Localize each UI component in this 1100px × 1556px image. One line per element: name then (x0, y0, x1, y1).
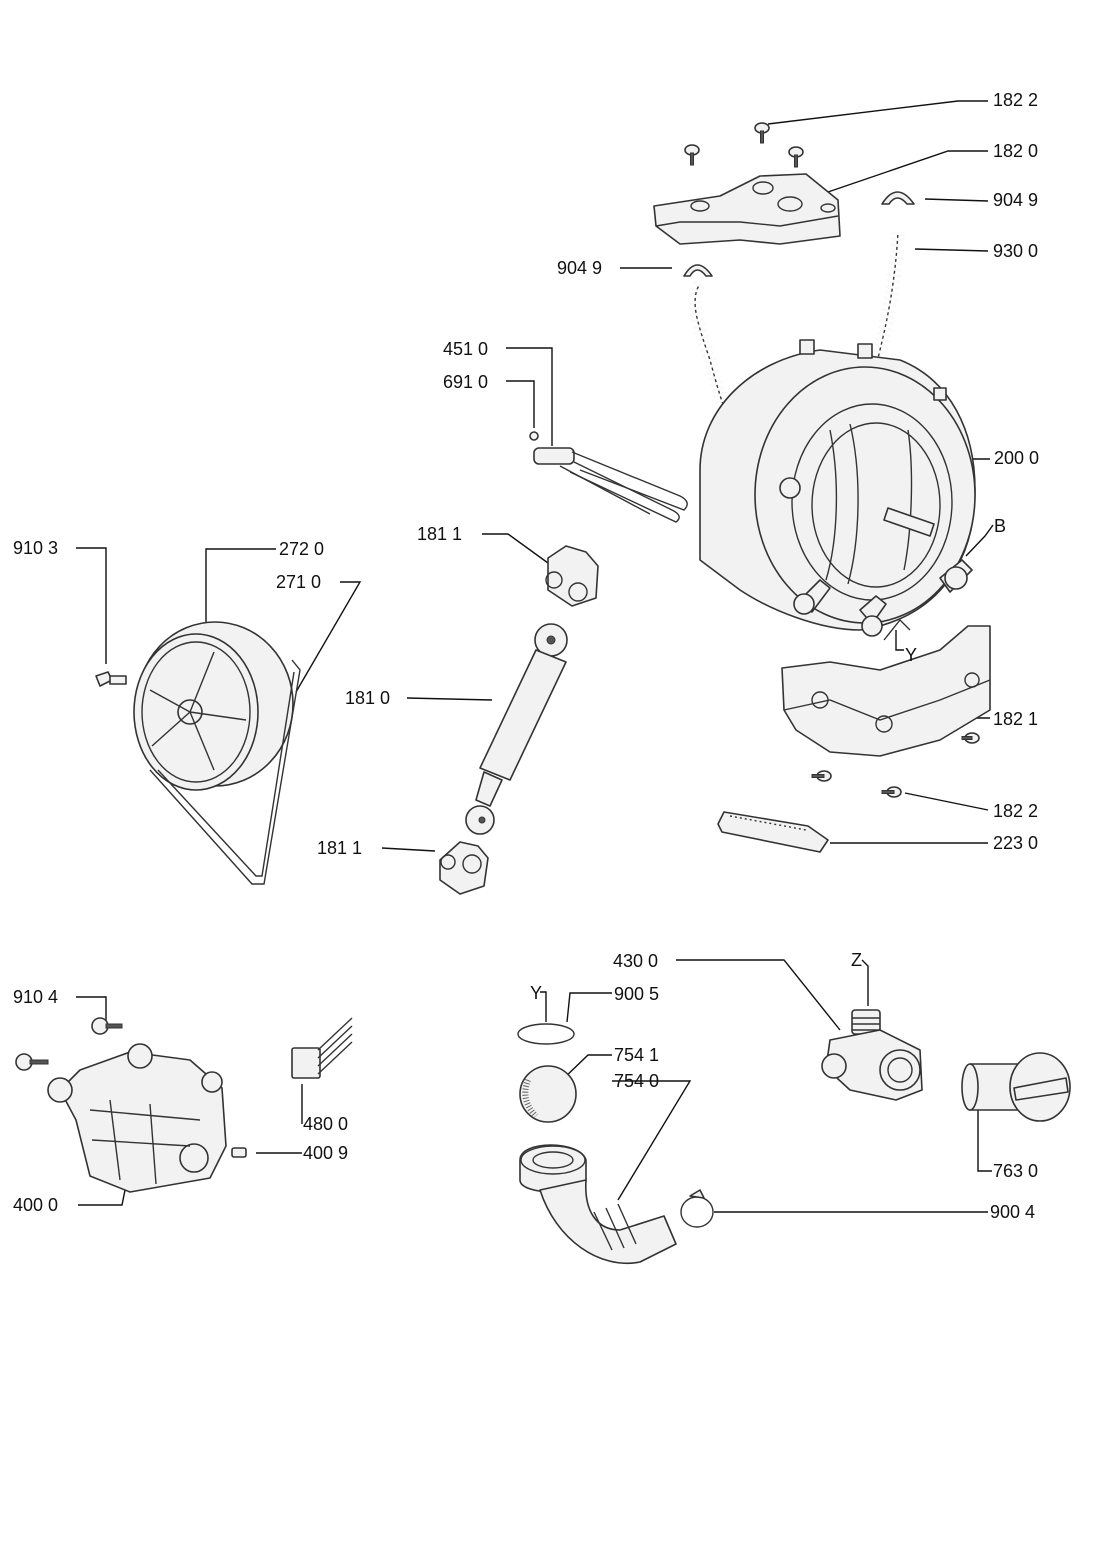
damper-bracket-lower (439, 841, 489, 895)
carbon-brush-400-9 (231, 1147, 247, 1158)
part-label: 763 0 (993, 1161, 1039, 1181)
counterweight-screws (811, 732, 980, 798)
hose-clamp-icon (683, 191, 915, 277)
part-label: 691 0 (443, 372, 489, 392)
drain-hose-754-0 (519, 1144, 677, 1264)
screw-icon (754, 122, 770, 144)
part-label: 182 0 (993, 141, 1039, 161)
screw-icon (788, 146, 804, 168)
part-label: 754 0 (614, 1071, 660, 1091)
part-label: 200 0 (994, 448, 1040, 468)
detail-marker: B (994, 516, 1007, 536)
top-screws (684, 122, 804, 168)
part-label: 930 0 (993, 241, 1039, 261)
ball-valve-754-1 (519, 1065, 577, 1123)
detail-marker: Y (905, 645, 918, 665)
detail-marker: Y (530, 983, 543, 1003)
bolt-910-3 (95, 671, 127, 687)
part-label: 181 1 (317, 838, 363, 858)
pump-filter-763-0 (961, 1052, 1071, 1122)
motor-400-0 (47, 1043, 227, 1193)
part-label: 900 5 (614, 984, 660, 1004)
part-label: 910 4 (13, 987, 59, 1007)
part-label: 400 9 (303, 1143, 349, 1163)
leader-lines (76, 100, 994, 1213)
heater-element-451-0 (529, 431, 688, 523)
pulley-272-0 (133, 621, 294, 791)
screw-icon (684, 144, 700, 166)
part-label: 430 0 (613, 951, 659, 971)
part-label: 181 0 (345, 688, 391, 708)
top-counterweight-182-0 (653, 173, 841, 245)
tub-assembly-200-0 (699, 339, 976, 641)
part-label: 910 3 (13, 538, 59, 558)
part-label: 904 9 (557, 258, 603, 278)
part-label: 451 0 (443, 339, 489, 359)
part-label: 181 1 (417, 524, 463, 544)
part-label: 182 2 (993, 801, 1039, 821)
part-label: 182 2 (993, 90, 1039, 110)
damper-bracket-upper (545, 545, 599, 607)
part-label: 480 0 (303, 1114, 349, 1134)
connector-480-0 (291, 1017, 353, 1079)
drum-paddle-223-0 (717, 811, 829, 853)
part-label: 182 1 (993, 709, 1039, 729)
part-label: 272 0 (279, 539, 325, 559)
front-counterweight-182-1 (781, 625, 991, 757)
part-label: 754 1 (614, 1045, 660, 1065)
drive-belt-271-0 (149, 659, 301, 885)
part-label: 271 0 (276, 572, 322, 592)
part-label: 900 4 (990, 1202, 1036, 1222)
shock-absorber-181-0 (465, 623, 568, 835)
detail-marker: Z (851, 950, 862, 970)
part-label: 904 9 (993, 190, 1039, 210)
motor-screws-910-4 (15, 1017, 123, 1071)
part-label: 400 0 (13, 1195, 59, 1215)
hose-clamp-900-4 (680, 1189, 714, 1228)
drain-pump-430-0 (821, 1009, 923, 1101)
clamp-900-5 (517, 1023, 575, 1045)
part-label: 223 0 (993, 833, 1039, 853)
